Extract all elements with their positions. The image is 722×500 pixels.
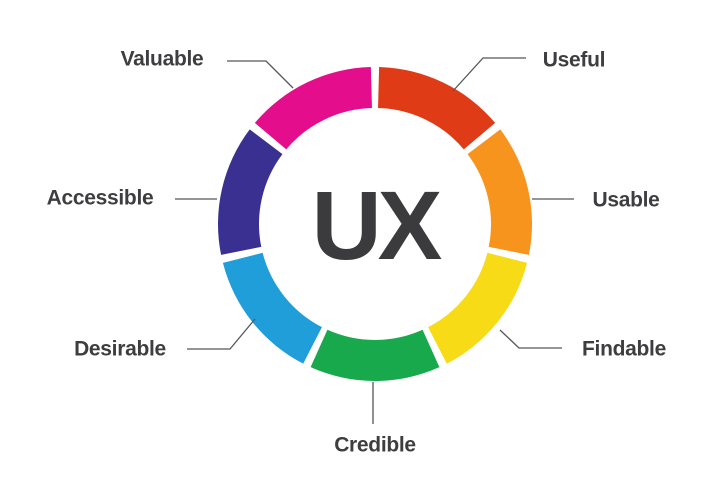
leader-line-valuable [227, 60, 294, 89]
segment-label-credible: Credible [334, 434, 416, 457]
segment-valuable [254, 67, 372, 150]
segments-group [217, 67, 532, 382]
leader-line-useful [452, 57, 526, 92]
segment-label-useful: Useful [543, 49, 605, 72]
segment-label-desirable: Desirable [74, 338, 166, 361]
segment-label-valuable: Valuable [121, 48, 204, 71]
segment-usable [467, 129, 532, 255]
leader-line-desirable [187, 318, 256, 350]
segment-useful [378, 67, 496, 150]
segment-label-usable: Usable [592, 189, 659, 212]
leader-lines-group [175, 57, 574, 424]
segment-label-accessible: Accessible [47, 187, 154, 210]
segment-findable [428, 252, 528, 364]
center-label: UX [312, 171, 442, 280]
segment-accessible [217, 129, 283, 255]
segment-label-findable: Findable [582, 338, 666, 361]
segment-desirable [222, 252, 322, 364]
segment-credible [310, 329, 440, 382]
leader-line-findable [499, 329, 562, 349]
